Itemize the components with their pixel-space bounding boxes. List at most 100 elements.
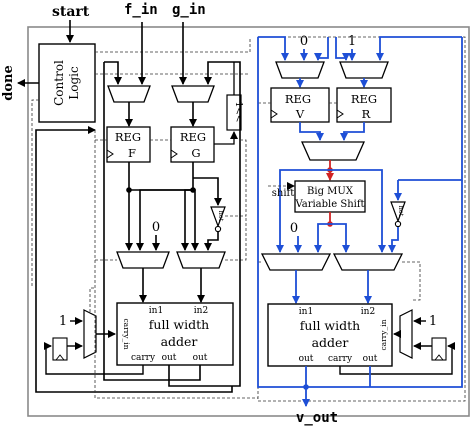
not-left-label: not [217, 211, 225, 222]
start-label: start [52, 4, 90, 20]
reg-g-label-1: REG [180, 130, 206, 144]
carry-left-dashed [89, 287, 95, 312]
mux-mid [300, 141, 366, 161]
big-mux [294, 180, 366, 213]
const-zero-right: 0 [290, 221, 298, 236]
reg-v-to-mux-mid [299, 122, 324, 141]
blue-loop-to-mux-v-right [314, 37, 329, 61]
adder-left-title-2: adder [161, 334, 198, 349]
carry-reg-left [52, 337, 68, 361]
mux-left-lower-a [116, 251, 170, 269]
adder-right-title-2: adder [312, 335, 349, 350]
mux-lr-dashed [225, 216, 247, 261]
adder-right-in2: in2 [361, 307, 375, 317]
v-out-label: v_out [296, 410, 338, 426]
adder-left-in1: in1 [149, 306, 163, 316]
reg-r [336, 87, 392, 123]
adder-left-out2: out [193, 353, 208, 363]
mux-r-top [339, 61, 389, 79]
adder-right-out2: out [363, 354, 378, 364]
adder-left-title-1: full width [149, 317, 209, 332]
adder-right [267, 303, 393, 367]
big-mux-label-2: Variable Shift [294, 199, 364, 210]
reg-r-label-2: R [362, 107, 371, 121]
not-left [210, 206, 226, 228]
reg-r-label-1: REG [351, 92, 377, 106]
not-left-bubble [214, 225, 222, 233]
adder-left-carry-in: carry_in [122, 318, 131, 349]
reg-v-label-2: V [295, 107, 305, 121]
const-zero-top: 0 [300, 34, 308, 49]
mux-v-top [275, 61, 325, 79]
g-to-not-left [193, 177, 222, 206]
blue-loop-into-mux-r [376, 36, 462, 61]
reg-g-to-compare [214, 131, 238, 145]
control-dashed-top [95, 38, 251, 53]
carry-reg-left-clock [55, 354, 65, 361]
carry-right-feedback [339, 342, 455, 375]
mux-carry-left [83, 309, 97, 359]
mux-carry-right [399, 309, 413, 359]
mux-g-top [171, 85, 215, 103]
const-one-top: 1 [348, 34, 356, 49]
carry-reg-right [431, 337, 447, 361]
shift-label: shift [272, 188, 295, 199]
adder-left-carry-out [35, 126, 233, 393]
g-to-mux-lr [181, 189, 193, 251]
mux-left-lower-b [176, 251, 226, 269]
g-in-label: g_in [172, 2, 206, 18]
big-mux-label-1: Big MUX [307, 186, 354, 197]
adder-left-out-feedback [103, 62, 201, 381]
reg-f-clock [106, 149, 114, 159]
reg-g-label-2: G [191, 146, 200, 160]
mux-rr-dashed [402, 261, 421, 301]
carry-reg-right-clock [434, 354, 444, 361]
adder-right-in1: in1 [299, 307, 313, 317]
adder-left [116, 302, 234, 366]
bigmux-to-mux-rr [330, 223, 350, 253]
adder-right-out1: out [299, 354, 314, 364]
control-logic-label-2: Logic [67, 66, 81, 100]
not-right-label: not [397, 206, 405, 217]
adder-right-title-1: full width [300, 318, 360, 333]
reg-r-clock [336, 109, 344, 119]
mux-right-lower-a [260, 253, 332, 271]
g-to-mux-ll [136, 189, 193, 251]
mux-f-top [107, 85, 151, 103]
adder-left-out1: out [162, 353, 177, 363]
control-logic-label-1: Control [52, 60, 66, 106]
blue-loop-bottom [257, 37, 463, 388]
feedback-f-mux [104, 61, 122, 85]
const-one-right: 1 [429, 314, 437, 329]
reg-r-to-mux-mid [340, 122, 365, 141]
adder-left-carry: carry [131, 353, 156, 363]
control-logic-block [38, 43, 96, 123]
control-dashed-bottom [94, 130, 258, 399]
reg-g-clock [170, 149, 178, 159]
not-right-out [388, 227, 399, 253]
carry-left-feedback [44, 342, 144, 375]
notg-to-mux-lr [204, 232, 219, 251]
reg-v-label-1: REG [285, 92, 311, 106]
const-zero-left: 0 [152, 220, 160, 235]
blue-loop-into-mux-v [258, 36, 289, 61]
not-left-dashed [225, 139, 247, 217]
mux-right-lower-b [332, 253, 404, 271]
done-label: done [1, 65, 16, 100]
adder-left-out-g-feedback [168, 61, 241, 387]
control-to-left-carry-mux [31, 99, 39, 288]
reg-f [106, 126, 151, 163]
blue-loop-right-side [398, 37, 463, 181]
adder-right-carry-in: carry_in [379, 319, 388, 350]
mid-to-left-branch [276, 169, 330, 253]
blue-loop-to-mux-r-left [335, 37, 350, 61]
adder-left-in2: in2 [194, 306, 208, 316]
f-in-label: f_in [124, 2, 158, 18]
reg-f-label-1: REG [115, 130, 141, 144]
const-one-left: 1 [59, 314, 67, 329]
adder-right-carry: carry [328, 354, 353, 364]
feedback-g-mux [204, 61, 232, 85]
reg-v-clock [270, 109, 278, 119]
not-right-bubble [394, 220, 402, 228]
